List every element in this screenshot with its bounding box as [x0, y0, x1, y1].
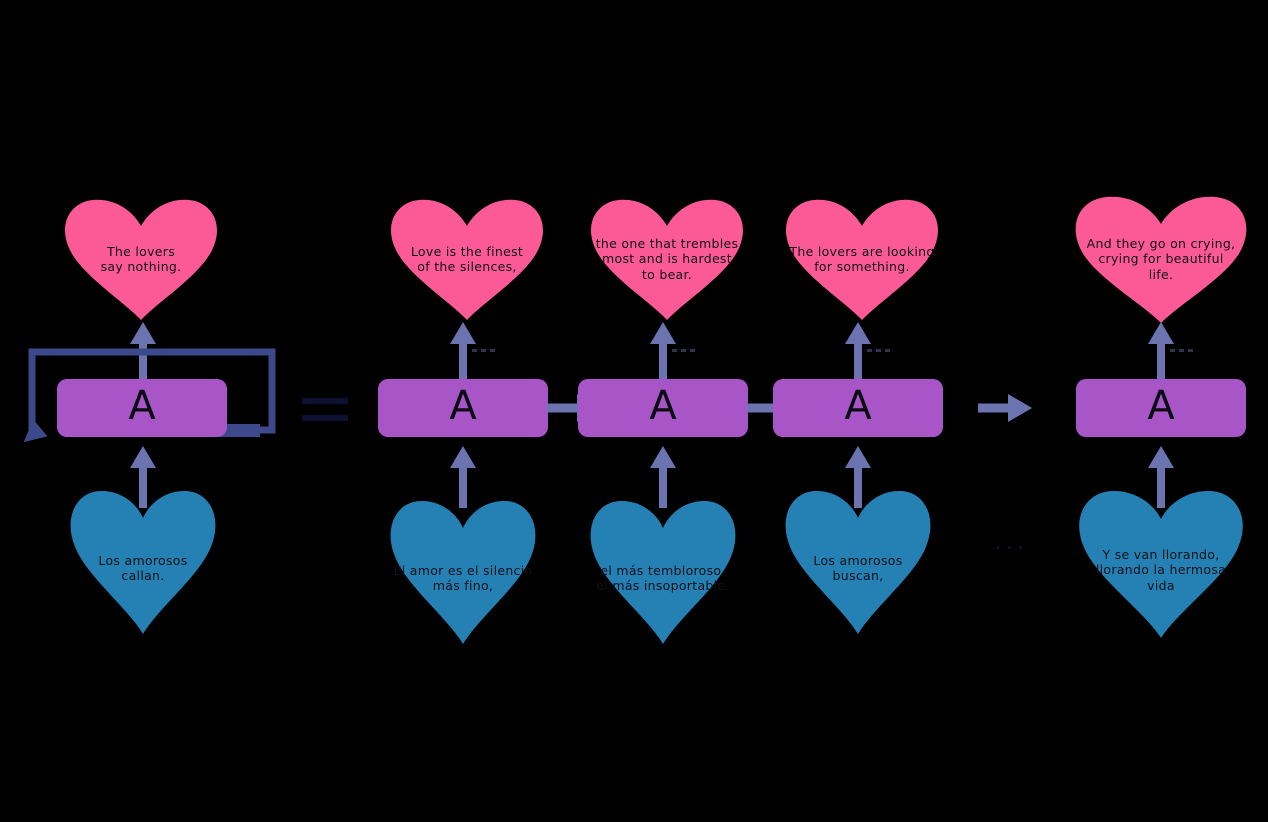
input-heart-step-2: el más tembloroso, el más insoportable. [588, 498, 738, 646]
equals-sign [302, 398, 348, 421]
heart-icon [591, 199, 743, 320]
rnn-cell-label: A [649, 383, 677, 429]
output-heart-step-2: the one that trembles most and is hardes… [588, 196, 746, 322]
rnn-cell-label: A [449, 383, 477, 429]
rnn-cell-step-4[interactable]: A [1077, 380, 1245, 436]
input-heart-step-4: Y se van llorando, llorando la hermosa v… [1076, 488, 1246, 640]
arrow-cell-to-output-folded [130, 322, 156, 384]
heart-icon [1079, 490, 1243, 638]
arrow-input-to-cell-step-3 [845, 446, 871, 508]
input-heart-step-1: El amor es el silencio más fino, [388, 498, 538, 646]
heart-icon [785, 490, 931, 634]
arrow-input-to-cell-folded [130, 446, 156, 508]
hidden-state-dash-step-3 [867, 349, 893, 352]
arrow-input-to-cell-step-1 [450, 446, 476, 508]
heart-icon [65, 199, 217, 320]
heart-icon [390, 500, 536, 644]
rnn-cell-label: A [844, 383, 872, 429]
hidden-state-dash-step-1 [472, 349, 498, 352]
heart-icon [590, 500, 736, 644]
rnn-cell-label: A [1147, 383, 1175, 429]
rnn-cell-folded[interactable]: A [58, 380, 226, 436]
arrow-input-to-cell-step-4 [1148, 446, 1174, 508]
arrow-cell-to-output-step-4 [1148, 322, 1174, 384]
ellipsis-inputs: ... [994, 526, 1028, 556]
hidden-state-dash-step-4 [1170, 349, 1196, 352]
rnn-cell-step-1[interactable]: A [379, 380, 547, 436]
output-heart-step-1: Love is the finest of the silences, [388, 196, 546, 322]
arrow-cell-to-output-step-2 [650, 322, 676, 384]
arrow-cell-to-output-step-3 [845, 322, 871, 384]
rnn-cell-step-2[interactable]: A [579, 380, 747, 436]
arrow-continuation [978, 394, 1032, 422]
heart-icon [1075, 196, 1247, 323]
output-heart-step-4: And they go on crying, crying for beauti… [1072, 193, 1250, 325]
heart-icon [786, 199, 938, 320]
rnn-cell-label: A [128, 383, 156, 429]
hidden-state-dash-step-2 [672, 349, 698, 352]
input-heart-step-3: Los amorosos buscan, [783, 488, 933, 636]
heart-icon [70, 490, 216, 634]
arrow-input-to-cell-step-2 [650, 446, 676, 508]
input-heart-folded: Los amorosos callan. [68, 488, 218, 636]
heart-icon [391, 199, 543, 320]
output-heart-step-3: The lovers are looking for something. [783, 196, 941, 322]
rnn-cell-step-3[interactable]: A [774, 380, 942, 436]
arrow-cell-to-output-step-1 [450, 322, 476, 384]
output-heart-folded: The lovers say nothing. [62, 196, 220, 322]
